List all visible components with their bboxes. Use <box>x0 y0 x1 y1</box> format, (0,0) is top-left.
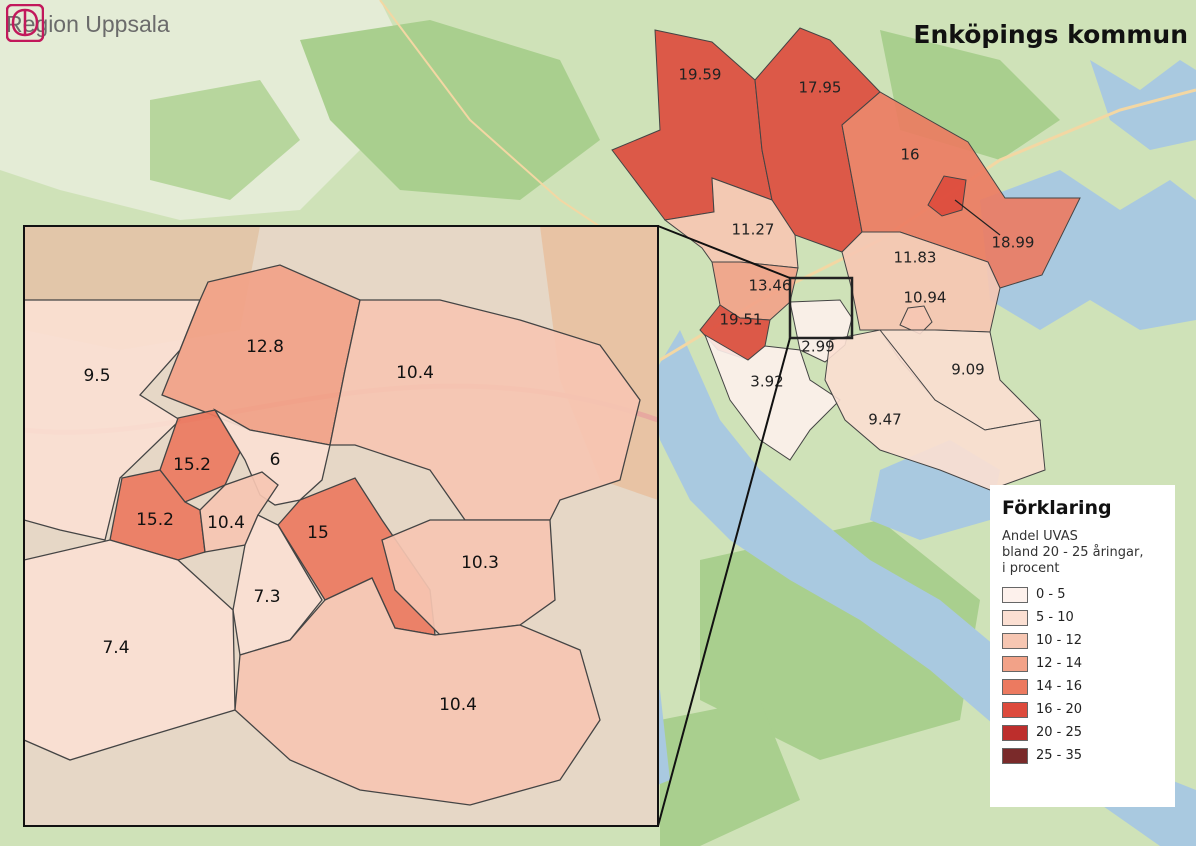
forest-area <box>700 520 980 760</box>
municipality-region-value-label: 11.27 <box>732 221 775 239</box>
label-leader-line <box>954 199 1001 236</box>
inset-region-value-label: 10.3 <box>461 553 499 573</box>
forest-area <box>300 20 600 200</box>
municipality-region-value-label: 13.46 <box>749 277 792 295</box>
inset-region-value-label: 15.2 <box>173 455 211 475</box>
inset-region-value-label: 6 <box>270 450 281 470</box>
legend-item: 10 - 12 <box>1002 629 1165 652</box>
inset-region-10 <box>232 514 323 656</box>
legend-item: 20 - 25 <box>1002 721 1165 744</box>
legend-swatch <box>1002 678 1028 695</box>
legend-subtitle-line: i procent <box>1002 561 1060 576</box>
legend-item-label: 0 - 5 <box>1036 587 1066 602</box>
inset-region-value-label: 9.5 <box>83 366 110 386</box>
legend-swatch <box>1002 724 1028 741</box>
legend-swatch <box>1002 655 1028 672</box>
municipality-region-value-label: 18.99 <box>992 234 1035 252</box>
forest-area <box>660 700 800 846</box>
map-title: Enköpings kommun <box>913 20 1188 49</box>
municipality-region-value-label: 9.47 <box>868 411 901 429</box>
inset-region-12 <box>234 577 601 806</box>
legend-item: 5 - 10 <box>1002 606 1165 629</box>
legend-swatch <box>1002 747 1028 764</box>
municipality-region-value-label: 19.59 <box>679 66 722 84</box>
inset-region-value-label: 10.4 <box>396 363 434 383</box>
legend-item: 16 - 20 <box>1002 698 1165 721</box>
legend-item-label: 25 - 35 <box>1036 748 1083 763</box>
legend-item-label: 20 - 25 <box>1036 725 1083 740</box>
legend-item: 25 - 35 <box>1002 744 1165 767</box>
municipality-region-value-label: 19.51 <box>720 311 763 329</box>
inset-region-value-label: 7.4 <box>102 638 129 658</box>
inset-frame <box>23 225 659 827</box>
municipality-region-value-label: 2.99 <box>801 338 834 356</box>
legend-subtitle-line: bland 20 - 25 åringar, <box>1002 545 1144 560</box>
inset-region-6 <box>109 469 206 561</box>
inset-region-value-label: 15 <box>307 523 329 543</box>
legend-subtitle: Andel UVAS bland 20 - 25 åringar, i proc… <box>1002 529 1165 577</box>
legend-item-label: 16 - 20 <box>1036 702 1083 717</box>
inset-region-value-label: 10.4 <box>207 513 245 533</box>
municipality-region-value-label: 11.83 <box>894 249 937 267</box>
legend-item: 0 - 5 <box>1002 583 1165 606</box>
inset-region-3 <box>329 299 641 521</box>
inset-connector-line <box>657 225 791 279</box>
legend-swatch <box>1002 609 1028 626</box>
region-logo: Region Uppsala <box>6 4 170 44</box>
municipality-region-value-label: 9.09 <box>951 361 984 379</box>
legend-item-label: 14 - 16 <box>1036 679 1083 694</box>
municipality-region-value-label: 17.95 <box>799 79 842 97</box>
municipality-region-value-label: 10.94 <box>904 289 947 307</box>
region-uppsala-logo-icon <box>6 4 44 42</box>
legend-item: 12 - 14 <box>1002 652 1165 675</box>
legend-item-label: 12 - 14 <box>1036 656 1083 671</box>
inset-region-value-label: 12.8 <box>246 337 284 357</box>
municipality-region-value-label: 16 <box>900 146 919 164</box>
legend-subtitle-line: Andel UVAS <box>1002 529 1078 544</box>
forest-area <box>150 80 300 200</box>
inset-connector-line <box>657 337 791 827</box>
inset-region-value-label: 15.2 <box>136 510 174 530</box>
legend-item-label: 10 - 12 <box>1036 633 1083 648</box>
legend-class-list: 0 - 5 5 - 10 10 - 12 12 - 14 14 - 16 16 … <box>1002 583 1165 767</box>
inset-region-value-label: 10.4 <box>439 695 477 715</box>
municipality-region-6 <box>841 231 1001 333</box>
map-legend: Förklaring Andel UVAS bland 20 - 25 årin… <box>990 485 1175 807</box>
municipality-region-5 <box>663 177 799 269</box>
legend-item-label: 5 - 10 <box>1036 610 1074 625</box>
legend-title: Förklaring <box>1002 497 1112 519</box>
legend-swatch <box>1002 632 1028 649</box>
legend-swatch <box>1002 586 1028 603</box>
inset-region-value-label: 7.3 <box>253 587 280 607</box>
legend-swatch <box>1002 701 1028 718</box>
inset-extent-box <box>788 276 854 340</box>
legend-item: 14 - 16 <box>1002 675 1165 698</box>
municipality-region-13 <box>824 329 1046 491</box>
municipality-region-4 <box>927 175 967 217</box>
municipality-region-value-label: 3.92 <box>750 373 783 391</box>
